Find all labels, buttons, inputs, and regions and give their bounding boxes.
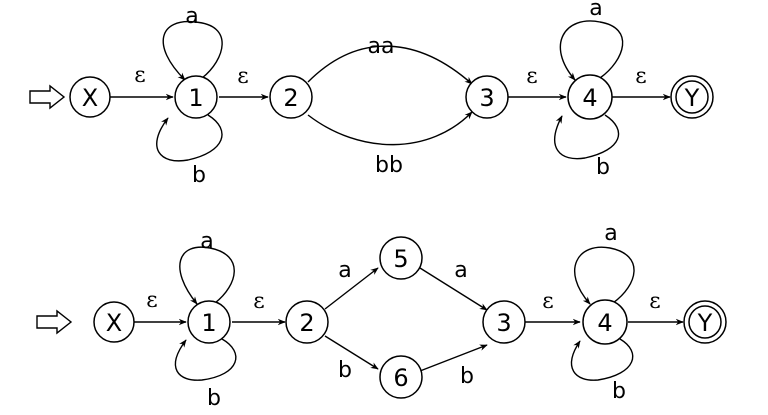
edge-label-1-2: ε xyxy=(253,289,264,314)
edge-label-2-5: a xyxy=(338,258,351,283)
node-label: 2 xyxy=(299,309,314,337)
edge-label-3-4: ε xyxy=(542,289,553,314)
node-y-accepting: Y xyxy=(683,300,727,344)
edge-label-4-y: ε xyxy=(635,64,646,89)
edge-label-6-3: b xyxy=(460,364,474,389)
node-label: 5 xyxy=(393,245,408,273)
loop-4-b xyxy=(554,114,620,160)
edge-2-3-aa xyxy=(307,45,473,85)
node-label: 1 xyxy=(201,309,216,337)
edge-label-loop-4-b: b xyxy=(612,379,626,404)
edge-label-2-6: b xyxy=(338,358,352,383)
edge-label-x-1: ε xyxy=(134,63,145,88)
node-label: 4 xyxy=(597,309,612,337)
node-label: Y xyxy=(697,309,713,337)
node-2: 2 xyxy=(269,75,313,119)
node-label: 4 xyxy=(582,84,597,112)
node-label: Y xyxy=(684,84,700,112)
loop-4-b xyxy=(570,338,634,381)
node-label: X xyxy=(106,309,122,337)
nfa-bottom: X 1 2 5 6 3 4 Y ε xyxy=(36,221,727,411)
edge-label-loop-1-a: a xyxy=(200,229,213,254)
edge-2-5 xyxy=(324,267,379,310)
node-label: 1 xyxy=(188,84,203,112)
node-6: 6 xyxy=(379,355,423,399)
nfa-top: X 1 2 3 4 Y ε a b ε aa bb ε a b xyxy=(29,0,714,188)
node-4: 4 xyxy=(567,74,613,120)
edge-label-1-2: ε xyxy=(237,64,248,89)
edge-2-3-bb xyxy=(307,111,473,146)
loop-4-a xyxy=(573,246,635,305)
node-3: 3 xyxy=(482,300,526,344)
loop-1-b xyxy=(156,114,223,162)
edge-label-loop-1-a: a xyxy=(185,4,198,29)
node-1: 1 xyxy=(174,75,218,119)
edge-6-3 xyxy=(419,344,488,372)
node-x: X xyxy=(69,76,111,118)
node-3: 3 xyxy=(465,75,509,119)
edge-label-loop-1-b: b xyxy=(207,386,221,411)
edge-label-x-1: ε xyxy=(146,288,157,313)
edge-label-4-y: ε xyxy=(649,289,660,314)
node-label: 3 xyxy=(479,84,494,112)
loop-1-b xyxy=(174,338,237,381)
loop-1-a xyxy=(179,246,235,305)
edge-label-loop-4-b: b xyxy=(596,155,610,180)
node-label: 3 xyxy=(496,309,511,337)
node-4: 4 xyxy=(582,299,628,345)
edge-label-loop-4-a: a xyxy=(589,0,602,21)
loop-4-a xyxy=(559,20,624,81)
start-arrow-icon xyxy=(29,84,66,110)
edge-label-loop-1-b: b xyxy=(192,163,206,188)
loop-1-a xyxy=(162,20,223,81)
node-1: 1 xyxy=(187,300,231,344)
node-5: 5 xyxy=(379,236,423,280)
edge-2-6 xyxy=(324,335,379,370)
start-arrow-icon xyxy=(36,309,73,335)
node-label: X xyxy=(82,84,98,112)
node-y-accepting: Y xyxy=(670,75,714,119)
node-label: 6 xyxy=(393,364,408,392)
node-2: 2 xyxy=(285,300,329,344)
edge-5-3 xyxy=(419,267,488,311)
node-label: 2 xyxy=(283,84,298,112)
edge-label-loop-4-a: a xyxy=(604,221,617,246)
edge-label-2-3-bb: bb xyxy=(375,153,403,178)
edge-label-5-3: a xyxy=(454,258,467,283)
edge-label-3-4: ε xyxy=(526,64,537,89)
edge-label-2-3-aa: aa xyxy=(368,34,395,59)
node-x: X xyxy=(93,301,135,343)
